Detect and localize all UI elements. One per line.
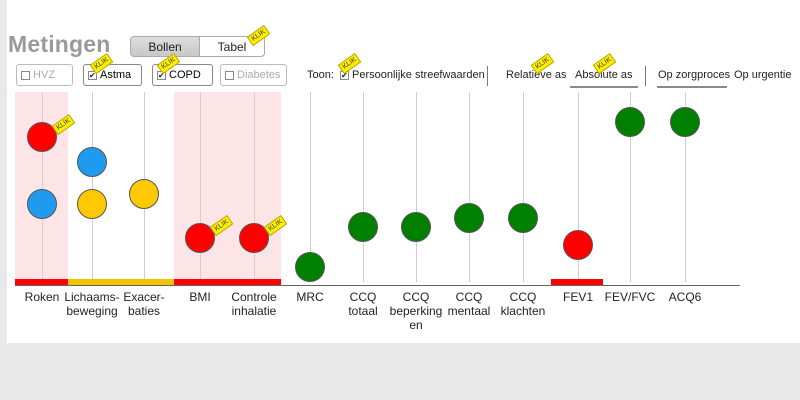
measurement-dot[interactable] [295,252,325,282]
sort-urgentie-option[interactable]: Op urgentie [734,69,792,81]
measure-label: CCQ mentaal [447,290,491,318]
filter-hvz-label: HVZ [33,69,55,81]
measure-gridline [363,92,364,282]
measure-gridline [200,92,201,282]
measure-gridline [685,92,686,282]
separator [645,66,646,86]
measure-label: Controle inhalatie [231,290,277,318]
status-bar [551,279,603,286]
absolute-as-underline [570,86,638,88]
toon-option[interactable]: Persoonlijke streefwaarden [340,69,485,81]
filter-diabetes[interactable]: Diabetes [220,64,287,86]
measure-label: FEV/FVC [604,290,656,304]
measure-label: CCQ klachten [500,290,546,318]
measure-gridline [469,92,470,282]
measurement-dot[interactable] [401,212,431,242]
measurement-dot[interactable] [615,107,645,137]
measure-label: ACQ6 [668,290,702,304]
toon-label: Toon: [307,69,334,81]
status-bar [15,279,68,286]
measure-gridline [310,92,311,282]
absolute-as-option[interactable]: Absolute as [575,69,633,81]
toggle-tabel[interactable]: Tabel [199,36,265,57]
chart-baseline [15,285,740,286]
measure-gridline [416,92,417,282]
status-bar [68,279,174,286]
measure-label: CCQ beperking en [389,290,443,332]
zorgproces-underline [657,86,727,88]
filter-astma-label: Astma [100,69,132,81]
measurement-dot[interactable] [454,203,484,233]
measure-label: FEV1 [562,290,593,304]
measurement-dot[interactable] [239,223,269,253]
astma-checkbox[interactable] [88,70,97,80]
measure-gridline [578,92,579,282]
status-bar [174,279,281,286]
measure-gridline [523,92,524,282]
measurement-dot[interactable] [670,107,700,137]
measure-label: Exacer- baties [123,290,165,318]
measurement-dot[interactable] [129,179,159,209]
streefwaarden-label: Persoonlijke streefwaarden [352,69,485,81]
sort-zorgproces-option[interactable]: Op zorgproces [658,69,731,81]
measure-label: MRC [296,290,324,304]
filter-diabetes-label: Diabetes [237,69,281,81]
diabetes-checkbox[interactable] [225,70,234,80]
measurement-dot[interactable] [348,212,378,242]
measure-gridline [42,92,43,282]
filter-hvz[interactable]: HVZ [16,64,73,86]
hvz-checkbox[interactable] [21,70,30,80]
toggle-bollen[interactable]: Bollen [130,36,200,57]
measure-label: Roken [24,290,60,304]
measurement-dot[interactable] [563,230,593,260]
measure-label: BMI [189,290,211,304]
measurement-dot[interactable] [185,223,215,253]
measure-label: Lichaams- beweging [64,290,120,318]
measure-gridline [92,92,93,282]
measurement-dot[interactable] [27,189,57,219]
measure-gridline [254,92,255,282]
measurement-dot[interactable] [77,147,107,177]
measurement-dot[interactable] [508,203,538,233]
relatieve-as-option[interactable]: Relatieve as [506,69,567,81]
page-title: Metingen [8,31,111,57]
measure-label: CCQ totaal [348,290,378,318]
measure-gridline [630,92,631,282]
measurement-dot[interactable] [77,189,107,219]
separator [487,66,488,86]
target-band-bmi-inhalatie [174,92,281,280]
filter-copd-label: COPD [169,69,201,81]
filter-astma[interactable]: Astma [83,64,142,86]
